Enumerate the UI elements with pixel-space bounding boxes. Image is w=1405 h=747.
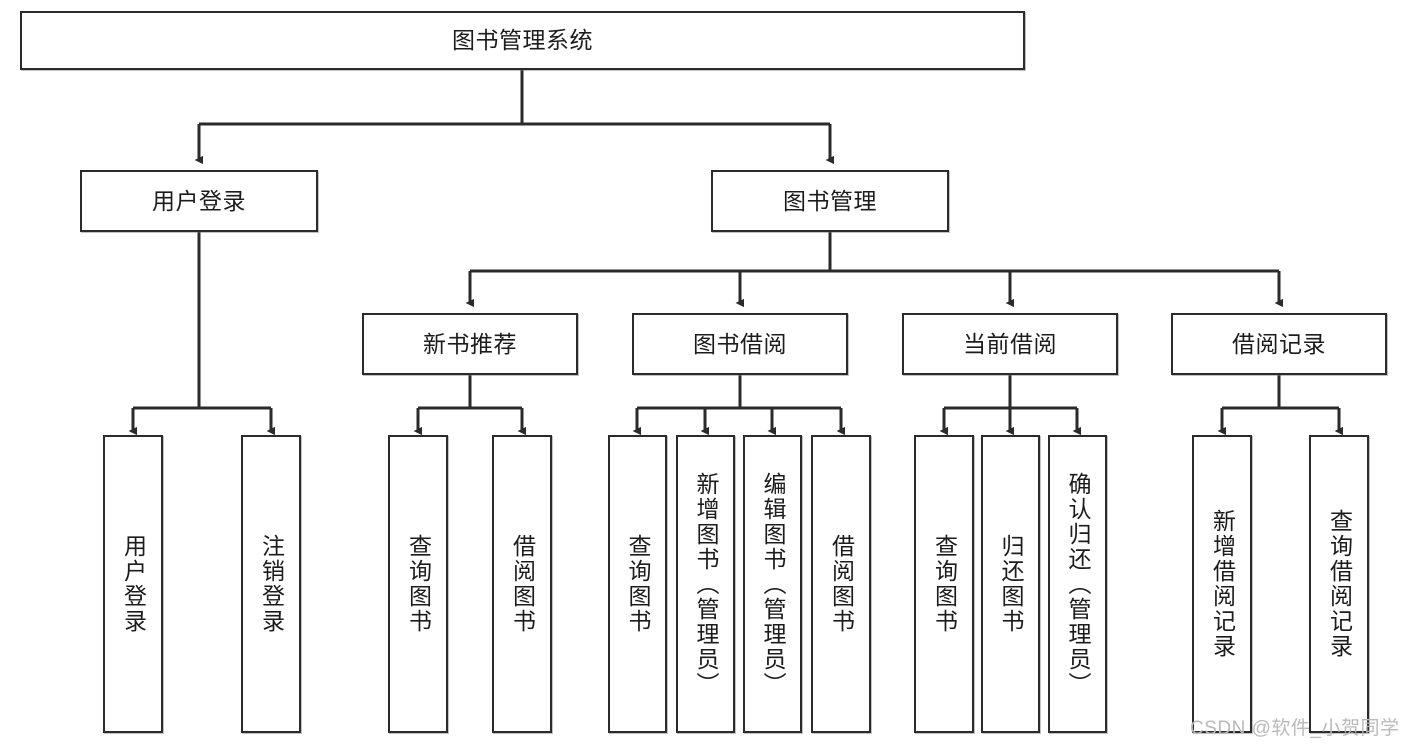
node-label: 新增借阅记录 [1209,509,1236,659]
node-label: 确认归还（管理员） [1065,471,1091,697]
node-leaf-edit-book-admin[interactable]: 编辑图书（管理员） [743,435,802,733]
node-leaf-confirm-return-admin[interactable]: 确认归还（管理员） [1048,435,1107,733]
node-user-login[interactable]: 用户登录 [80,170,318,232]
node-label: 查询借阅记录 [1326,509,1353,659]
node-label: 新增图书（管理员） [693,471,719,697]
node-current-borrow[interactable]: 当前借阅 [902,313,1118,375]
node-leaf-borrow-book-recommend[interactable]: 借阅图书 [492,435,552,733]
node-label: 图书借阅 [693,330,787,357]
node-leaf-query-borrow-record[interactable]: 查询借阅记录 [1309,435,1369,733]
node-label: 查询图书 [625,534,651,634]
node-leaf-return-book[interactable]: 归还图书 [981,435,1040,733]
node-leaf-query-book-current[interactable]: 查询图书 [914,435,974,733]
node-label: 借阅图书 [828,534,855,634]
node-label: 借阅记录 [1232,330,1326,357]
node-leaf-user-login[interactable]: 用户登录 [103,435,163,733]
node-label: 查询图书 [931,534,958,634]
node-label: 编辑图书（管理员） [760,471,786,697]
node-leaf-query-book-recommend[interactable]: 查询图书 [388,435,448,733]
node-book-management[interactable]: 图书管理 [711,170,949,232]
node-book-borrow[interactable]: 图书借阅 [632,313,848,375]
node-leaf-add-borrow-record[interactable]: 新增借阅记录 [1192,435,1252,733]
node-label: 用户登录 [120,534,147,634]
node-leaf-query-book-borrow[interactable]: 查询图书 [608,435,667,733]
node-leaf-logout[interactable]: 注销登录 [241,435,301,733]
node-borrow-record[interactable]: 借阅记录 [1171,313,1387,375]
node-leaf-add-book-admin[interactable]: 新增图书（管理员） [676,435,735,733]
csdn-watermark: CSDN @软件_小贺同学 [1190,718,1400,739]
node-new-book-recommend[interactable]: 新书推荐 [362,313,578,375]
node-label: 注销登录 [258,534,285,634]
node-leaf-borrow-book-borrow[interactable]: 借阅图书 [811,435,871,733]
node-label: 图书管理系统 [452,27,593,54]
node-title-book-management-system[interactable]: 图书管理系统 [20,11,1025,70]
node-label: 新书推荐 [423,330,517,357]
node-label: 当前借阅 [963,330,1057,357]
node-label: 用户登录 [152,187,246,214]
node-label: 借阅图书 [509,534,536,634]
node-label: 归还图书 [998,534,1024,634]
node-label: 图书管理 [783,187,877,214]
node-label: 查询图书 [405,534,432,634]
